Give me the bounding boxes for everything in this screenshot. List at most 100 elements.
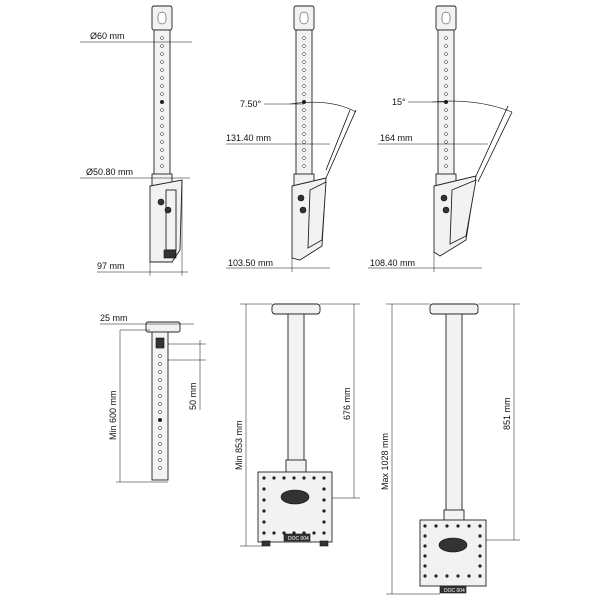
offset-3-label: 108.40 mm	[370, 258, 415, 268]
plate-label: DOC 004	[444, 588, 465, 594]
view-side-0deg: Ø60 mm Ø50.80 mm 97 mm	[80, 5, 192, 276]
vesa-hole	[262, 531, 266, 535]
tube-hole	[444, 36, 448, 40]
vesa-hole	[262, 476, 266, 480]
vesa-hole	[322, 487, 326, 491]
vesa-hole	[478, 564, 482, 568]
tube-hole	[158, 410, 162, 414]
knob	[157, 198, 165, 206]
tube-hole	[158, 354, 162, 358]
knob	[442, 206, 450, 214]
knob	[440, 194, 448, 202]
tube-hole	[160, 108, 164, 112]
hole-spacing-label: 50 mm	[188, 382, 198, 410]
tube-hole	[302, 124, 306, 128]
tube-hole	[160, 84, 164, 88]
vesa-hole	[272, 531, 276, 535]
plate-nameplate	[439, 585, 467, 594]
knob	[164, 206, 172, 214]
vesa-hole	[312, 476, 316, 480]
bracket-plate	[307, 181, 327, 249]
tube-hole	[158, 378, 162, 382]
tube-hole	[160, 52, 164, 56]
vesa-hole	[292, 476, 296, 480]
tilt-reference-line	[325, 109, 357, 179]
tube-hole-column	[160, 36, 164, 168]
tube-hole-column	[158, 354, 162, 470]
tube-hole	[158, 434, 162, 438]
tube-hole	[302, 164, 306, 168]
width-3-label: 164 mm	[380, 133, 413, 143]
tube-hole	[444, 140, 448, 144]
tube-hole	[158, 442, 162, 446]
tube-hole	[160, 60, 164, 64]
offset-2-label: 103.50 mm	[228, 258, 273, 268]
vesa-hole	[434, 524, 438, 528]
view-tube-min: 25 mm Min 600 mm 50 mm	[100, 313, 206, 483]
hole-spacing-top-label: 25 mm	[100, 313, 128, 323]
tube-hole	[160, 36, 164, 40]
tube-hole	[302, 148, 306, 152]
vesa-hole	[478, 574, 482, 578]
vesa-hole	[423, 564, 427, 568]
tilt-reference-line	[325, 109, 351, 171]
ceiling-plate	[271, 303, 321, 315]
tube-hole	[302, 156, 306, 160]
vesa-hole	[423, 574, 427, 578]
plate-foot	[261, 540, 271, 547]
tube-hole	[302, 44, 306, 48]
tube-hole	[444, 164, 448, 168]
tilt-reference-line	[477, 111, 513, 183]
tube-hole	[302, 108, 306, 112]
tube-hole	[160, 164, 164, 168]
plate-nameplate	[283, 533, 311, 542]
plate-label: DOC 004	[288, 536, 309, 542]
tube-hole	[302, 100, 306, 104]
vesa-hole	[445, 574, 449, 578]
angle-arc	[431, 100, 513, 113]
vesa-hole	[467, 524, 471, 528]
ceiling-plate-slot	[157, 11, 167, 25]
tube-hole	[160, 44, 164, 48]
ceiling-plate	[429, 303, 479, 315]
vesa-hole	[322, 531, 326, 535]
extension-tube	[287, 313, 305, 471]
tube-hole	[158, 362, 162, 366]
vesa-hole	[478, 544, 482, 548]
vesa-hole	[423, 554, 427, 558]
vesa-hole	[262, 498, 266, 502]
tube-hole	[444, 60, 448, 64]
view-tilt-15deg: 15° 164 mm 108.40 mm	[368, 5, 513, 272]
bracket-foot	[163, 249, 177, 259]
tube-hole	[302, 60, 306, 64]
vesa-hole	[302, 476, 306, 480]
tube-hole	[160, 156, 164, 160]
tube-hole	[302, 68, 306, 72]
max-tube-label: 851 mm	[502, 397, 512, 430]
tube-cap	[145, 321, 181, 333]
tube-hole	[158, 370, 162, 374]
vesa-hole-grid	[262, 476, 326, 535]
vesa-hole	[282, 476, 286, 480]
tube-hole	[302, 140, 306, 144]
tube-hole	[160, 116, 164, 120]
bracket-plate	[165, 189, 177, 251]
tube-hole	[444, 92, 448, 96]
view-front-min: DOC 004 Min 853 mm 676 mm	[234, 303, 360, 547]
tube-hole	[444, 76, 448, 80]
vesa-hole	[434, 574, 438, 578]
tube-hole	[158, 458, 162, 462]
tube-hole	[160, 140, 164, 144]
center-knob	[280, 489, 310, 505]
tube-hole	[302, 132, 306, 136]
vesa-hole	[478, 554, 482, 558]
view-tilt-7-5deg: 7.50° 131.40 mm 103.50 mm	[226, 5, 357, 272]
vesa-hole	[262, 509, 266, 513]
tube-hole	[444, 132, 448, 136]
tube-hole	[158, 386, 162, 390]
vesa-hole	[322, 520, 326, 524]
vesa-hole	[423, 544, 427, 548]
tube-hole	[158, 450, 162, 454]
diameter-bottom-label: Ø50.80 mm	[86, 167, 133, 177]
tube-hole	[302, 52, 306, 56]
